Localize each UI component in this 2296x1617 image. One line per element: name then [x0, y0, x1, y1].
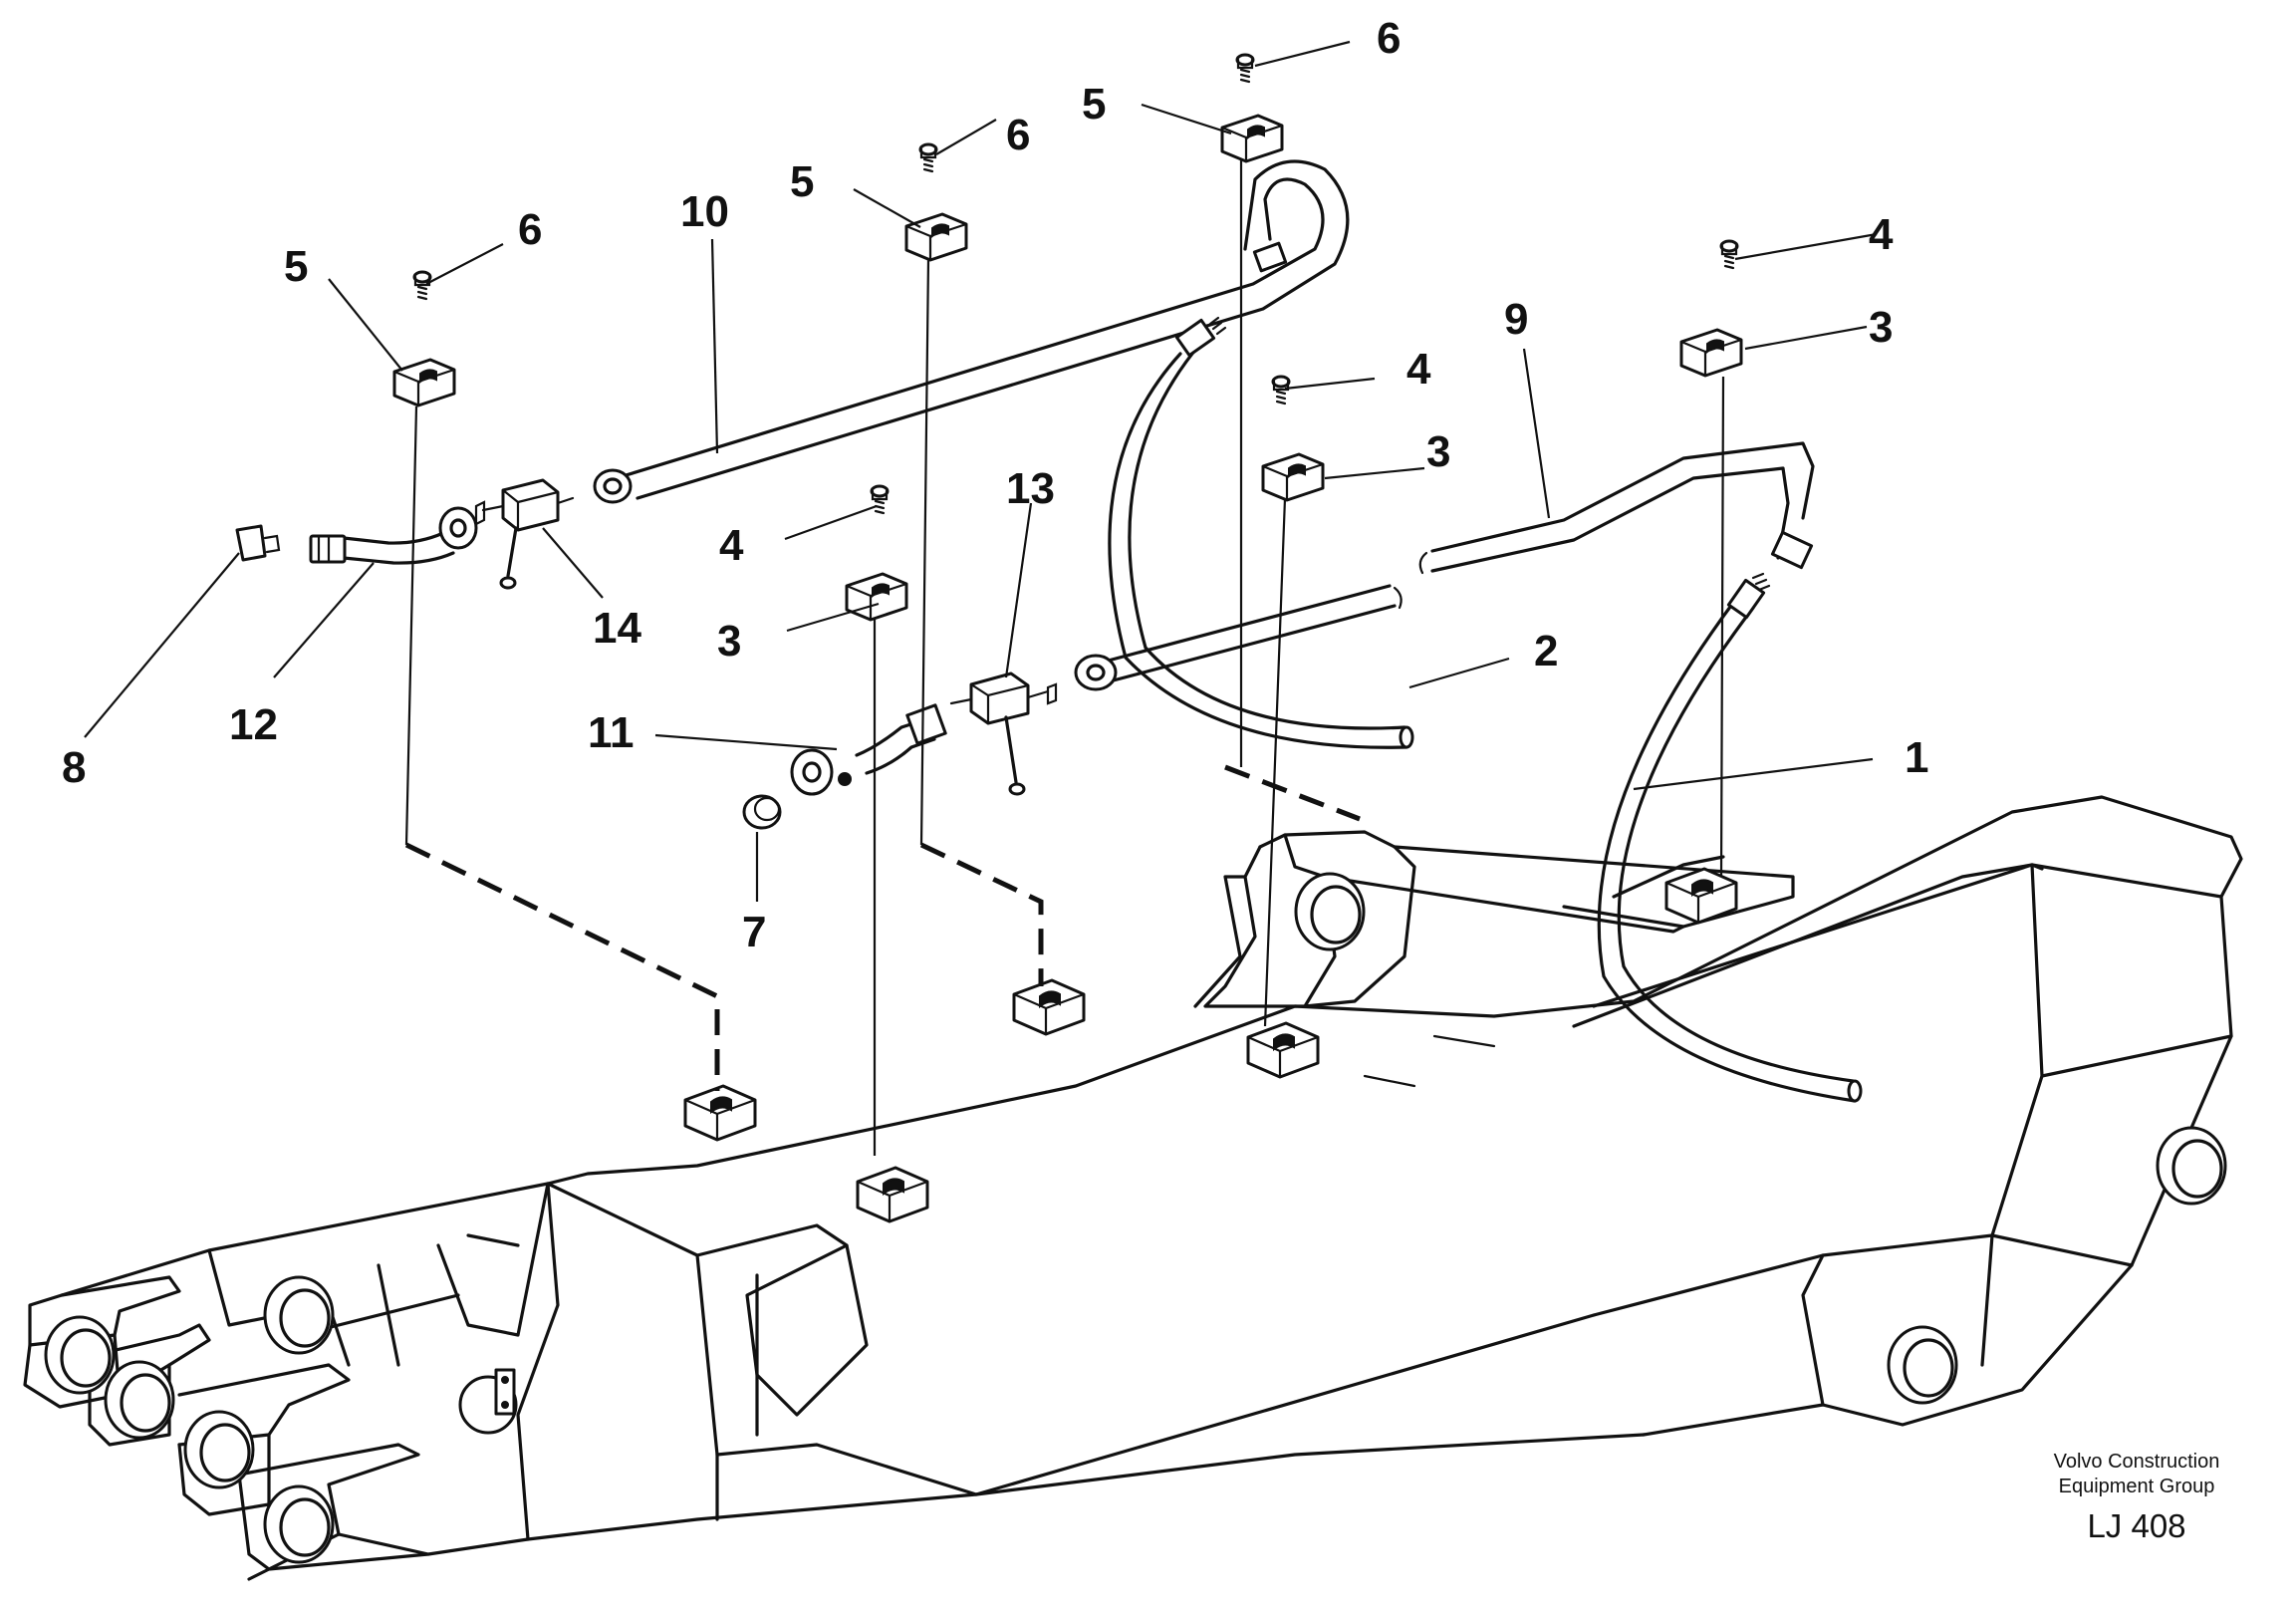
callout-1: 1: [1905, 733, 1928, 782]
callout-5: 5: [790, 157, 814, 206]
callout-4: 4: [719, 521, 744, 570]
callout-6: 6: [1006, 111, 1030, 159]
drawing-code: LJ 408: [2087, 1507, 2186, 1544]
hoses-and-pipes: [309, 159, 1863, 1103]
boom-brackets: [683, 867, 1738, 1223]
publisher-line-2: Equipment Group: [2058, 1476, 2215, 1497]
boom-arm: [23, 795, 2243, 1581]
callout-8: 8: [62, 743, 86, 792]
callout-5: 5: [1082, 80, 1106, 129]
boom-bores: [44, 872, 2227, 1564]
callout-4: 4: [1869, 210, 1894, 259]
callout-13: 13: [1006, 464, 1055, 513]
publisher-line-1: Volvo Construction: [2053, 1451, 2220, 1473]
callout-14: 14: [593, 604, 641, 653]
cap-7: [742, 794, 782, 830]
assembly-lines: [404, 159, 1725, 1156]
callout-4: 4: [1406, 345, 1431, 394]
valve-14: [474, 478, 575, 590]
callout-labels: 1 2 3 3 3 4 4 4 5 5 5 6 6 6 7 8 9 10 11 …: [62, 14, 1928, 956]
callout-3: 3: [1869, 303, 1893, 352]
callout-9: 9: [1504, 295, 1528, 344]
callout-10: 10: [680, 187, 729, 236]
plug-8: [235, 524, 281, 562]
callout-7: 7: [742, 908, 766, 956]
callout-5: 5: [284, 242, 308, 291]
callout-12: 12: [229, 700, 278, 749]
callout-6: 6: [1377, 14, 1401, 63]
callout-6: 6: [518, 205, 542, 254]
publisher-block: Volvo Construction Equipment Group LJ 40…: [2002, 1450, 2271, 1549]
callout-11: 11: [588, 708, 635, 757]
valve-13: [949, 672, 1058, 796]
callout-3: 3: [717, 617, 741, 666]
leader-lines: [84, 40, 1878, 902]
callout-2: 2: [1534, 627, 1558, 675]
callout-3: 3: [1426, 427, 1450, 476]
